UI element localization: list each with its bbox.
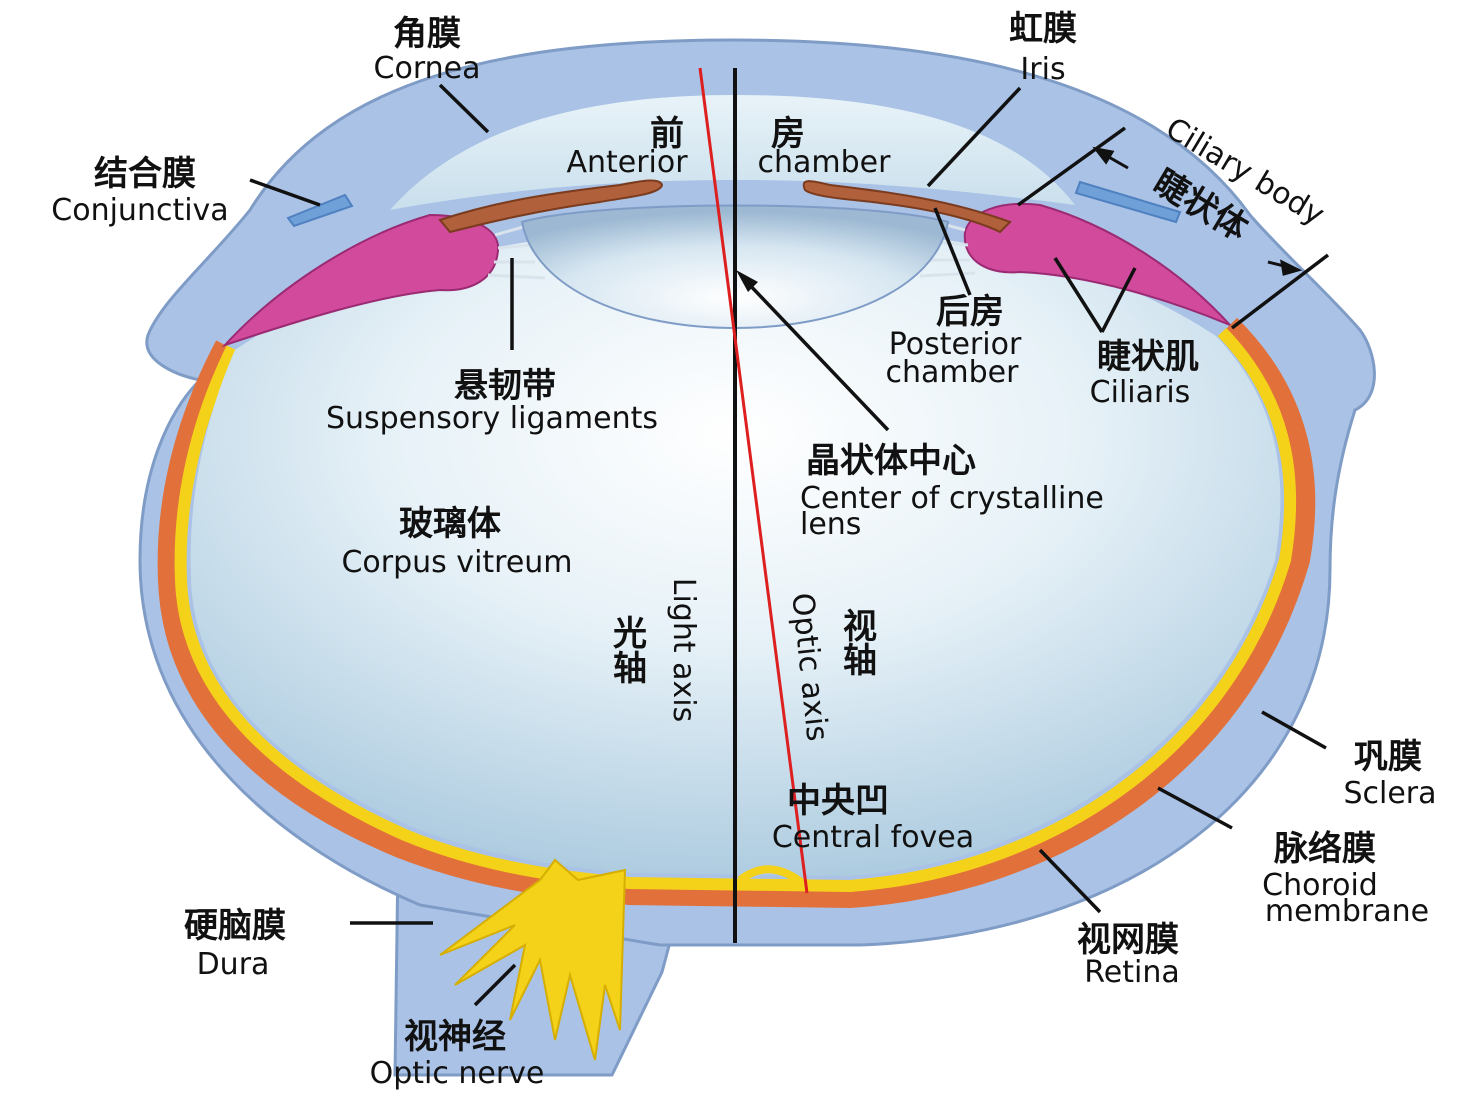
suspensory-en: Suspensory ligaments [326,401,658,436]
posterior-chamber-en-2: chamber [886,355,1020,390]
optic-axis-zh-2: 轴 [843,641,877,681]
optic-nerve-en: Optic nerve [370,1056,545,1091]
suspensory-zh: 悬韧带 [454,366,556,406]
choroid-zh: 脉络膜 [1274,829,1376,869]
cornea-en: Cornea [374,51,481,86]
dura-en: Dura [197,947,270,982]
retina-zh: 视网膜 [1077,920,1179,960]
light-axis-en: Light axis [666,578,701,723]
corpus-vitreum-en: Corpus vitreum [341,545,572,580]
lens-center-zh: 晶状体中心 [806,441,976,481]
conjunctiva-zh: 结合膜 [94,154,196,194]
sclera-zh: 巩膜 [1354,737,1422,777]
corpus-vitreum-zh: 玻璃体 [399,504,501,544]
lens-center-en-2: lens [800,507,861,542]
ciliaris-en: Ciliaris [1090,375,1191,410]
sclera-en: Sclera [1343,776,1436,811]
anterior-chamber-en-2: chamber [758,145,892,180]
iris-en: Iris [1020,52,1065,87]
ciliaris-zh: 睫状肌 [1097,337,1199,377]
dura-zh: 硬脑膜 [184,906,286,946]
posterior-chamber-zh: 后房 [936,292,1004,332]
anterior-chamber-en-1: Anterior [566,145,688,180]
cornea-zh: 角膜 [393,14,461,54]
central-fovea-en: Central fovea [772,820,974,855]
conjunctiva-en: Conjunctiva [51,193,228,228]
iris-zh: 虹膜 [1009,9,1077,49]
optic-nerve-zh: 视神经 [404,1017,506,1057]
central-fovea-zh: 中央凹 [787,781,889,821]
retina-en: Retina [1084,955,1179,990]
light-axis-zh-2: 轴 [613,649,647,689]
choroid-en-2: membrane [1265,894,1429,929]
light-axis-zh-1: 光 [613,614,647,654]
